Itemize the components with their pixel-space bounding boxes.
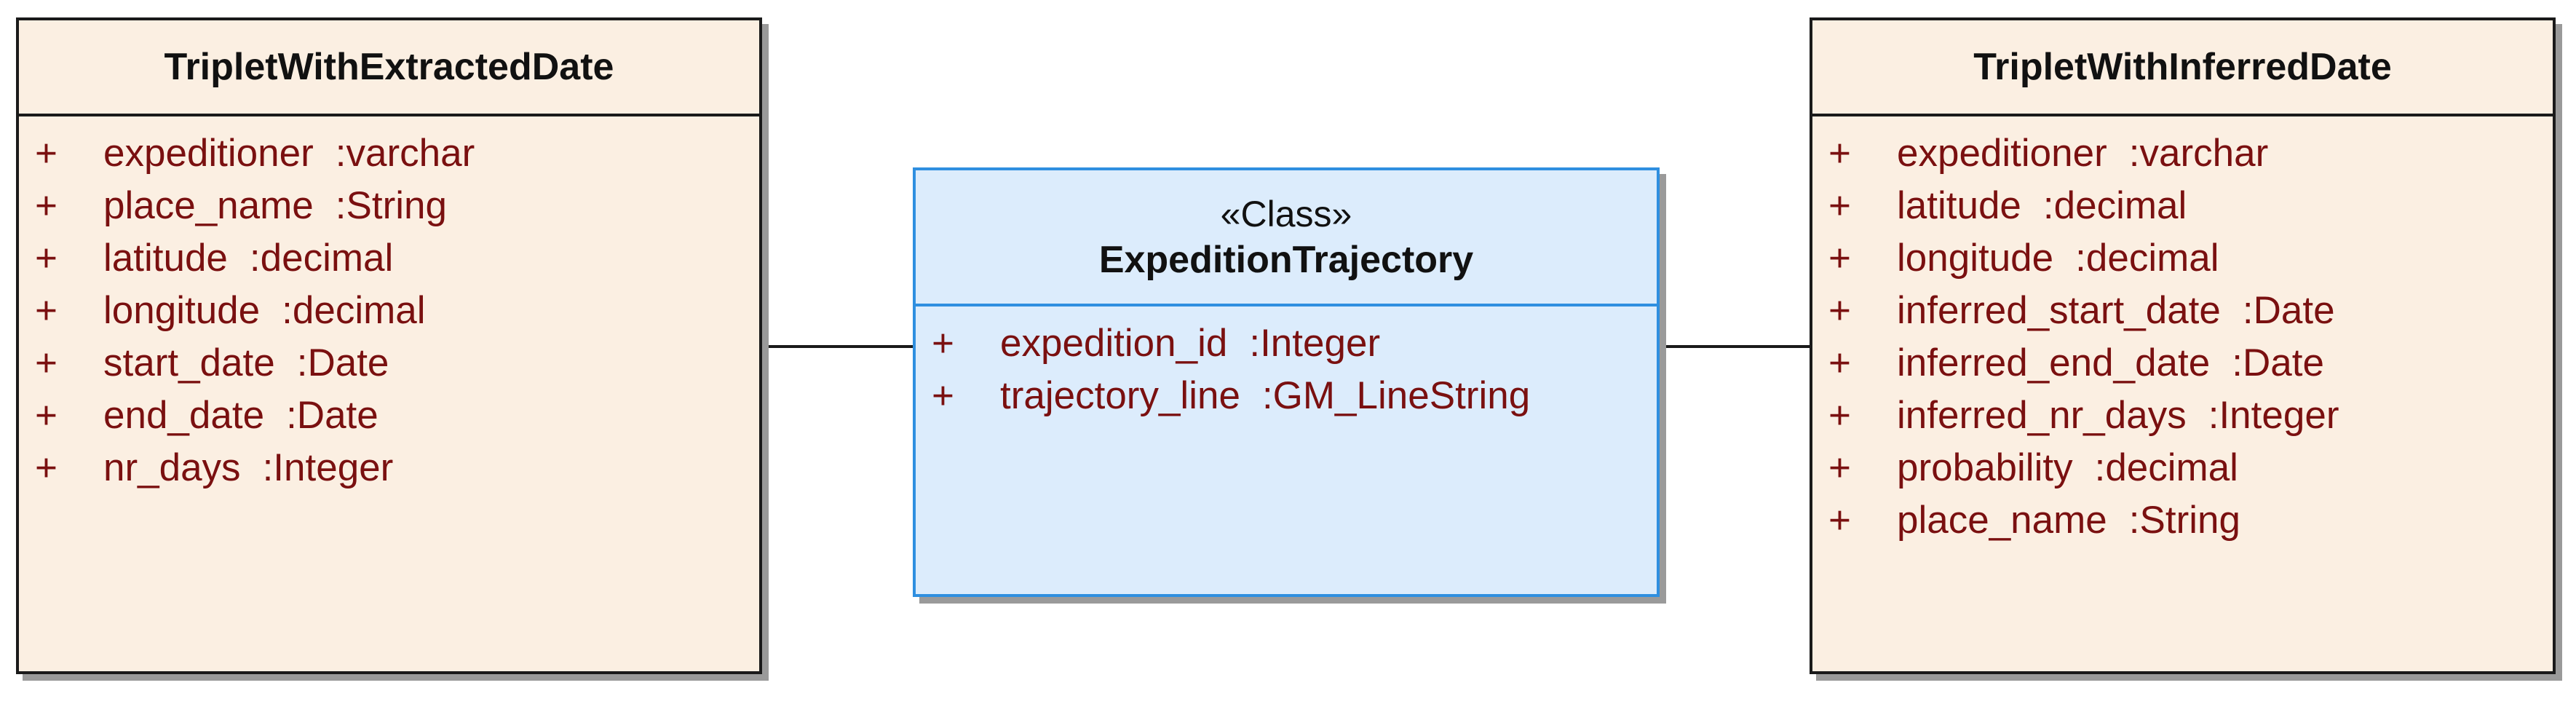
attribute-visibility: + <box>1828 183 1851 227</box>
attribute-row[interactable]: + latitude :decimal <box>1812 179 2553 232</box>
attribute-visibility: + <box>1828 288 1851 332</box>
attribute-row[interactable]: + inferred_nr_days :Integer <box>1812 389 2553 441</box>
attribute-name: inferred_start_date <box>1897 288 2221 332</box>
attribute-visibility: + <box>35 288 58 332</box>
attribute-list: + expeditioner :varchar + latitude :decimal + l… <box>1812 116 2553 546</box>
attribute-visibility: + <box>1828 393 1851 437</box>
attribute-row[interactable]: + inferred_end_date :Date <box>1812 336 2553 389</box>
attribute-row[interactable]: + end_date :Date <box>19 389 759 441</box>
attribute-row[interactable]: + place_name :String <box>19 179 759 232</box>
attribute-name: longitude <box>103 288 261 332</box>
class-name: ExpeditionTrajectory <box>1098 238 1474 281</box>
class-triplet-with-inferred-date[interactable]: TripletWithInferredDate + expeditioner :va… <box>1810 17 2556 674</box>
class-name: TripletWithInferredDate <box>1973 46 2392 88</box>
attribute-type: :Integer <box>262 446 394 489</box>
class-header: TripletWithExtractedDate <box>19 20 759 116</box>
class-expedition-trajectory[interactable]: «Class» ExpeditionTrajectory + expedition… <box>913 167 1660 597</box>
attribute-name: inferred_nr_days <box>1897 393 2187 437</box>
attribute-type: :decimal <box>2075 236 2219 280</box>
attribute-type: :decimal <box>2042 183 2187 227</box>
attribute-row[interactable]: + nr_days :Integer <box>19 441 759 494</box>
attribute-name: expeditioner <box>103 131 314 175</box>
attribute-list: +expeditioner:varchar+place_name:String+… <box>19 116 759 494</box>
attribute-visibility: + <box>1828 131 1851 175</box>
attribute-visibility: + <box>35 341 58 384</box>
attribute-visibility: + <box>1828 498 1851 542</box>
attribute-visibility: + <box>35 393 58 437</box>
attribute-name: expedition_id <box>1000 321 1228 365</box>
attribute-visibility: + <box>1828 446 1851 489</box>
attribute-visibility: + <box>35 131 58 175</box>
attribute-row[interactable]: + start_date :Date <box>19 336 759 389</box>
attribute-row[interactable]: + expeditioner :varchar <box>19 127 759 179</box>
attribute-name: longitude <box>1897 236 2054 280</box>
attribute-name: place_name <box>103 183 314 227</box>
class-stereotype: «Class» <box>1220 193 1352 234</box>
attribute-visibility: + <box>932 321 954 365</box>
attribute-row[interactable]: + probability :decimal <box>1812 441 2553 494</box>
attribute-name: end_date <box>103 393 265 437</box>
attribute-type: :Date <box>296 341 389 384</box>
attribute-visibility: + <box>1828 341 1851 384</box>
attribute-type: :String <box>335 183 447 227</box>
attribute-list: + expedition_id :Integer + trajectory_line :G… <box>916 306 1657 422</box>
attribute-visibility: + <box>35 446 58 489</box>
attribute-type: :decimal <box>2094 446 2238 489</box>
attribute-row[interactable]: + place_name :String <box>1812 494 2553 546</box>
attribute-name: latitude <box>1897 183 2021 227</box>
attribute-type: :String <box>2128 498 2240 542</box>
attribute-type: :Date <box>2232 341 2324 384</box>
attribute-type: :varchar <box>335 131 475 175</box>
attribute-name: trajectory_line <box>1000 373 1240 417</box>
attribute-type: :decimal <box>249 236 394 280</box>
attribute-row[interactable]: + expeditioner :varchar <box>1812 127 2553 179</box>
attribute-row[interactable]: + longitude :decimal <box>19 284 759 336</box>
association-line-left <box>762 345 913 348</box>
attribute-row[interactable]: + longitude :decimal <box>1812 232 2553 284</box>
attribute-type: :Date <box>2242 288 2335 332</box>
attribute-row[interactable]: + expedition_id :Integer <box>916 317 1657 369</box>
association-line-right <box>1660 345 1810 348</box>
attribute-name: latitude <box>103 236 228 280</box>
class-header: «Class» ExpeditionTrajectory <box>916 170 1657 306</box>
attribute-name: start_date <box>103 341 275 384</box>
attribute-row[interactable]: + latitude :decimal <box>19 232 759 284</box>
attribute-type: :GM_LineString <box>1261 373 1531 417</box>
attribute-visibility: + <box>932 373 954 417</box>
attribute-type: :Date <box>286 393 379 437</box>
attribute-row[interactable]: + inferred_start_date :Date <box>1812 284 2553 336</box>
attribute-type: :varchar <box>2128 131 2269 175</box>
attribute-name: nr_days <box>103 446 241 489</box>
class-name: TripletWithExtractedDate <box>164 46 614 88</box>
attribute-name: expeditioner <box>1897 131 2107 175</box>
attribute-name: place_name <box>1897 498 2107 542</box>
attribute-name: inferred_end_date <box>1897 341 2211 384</box>
attribute-row[interactable]: + trajectory_line :GM_LineString <box>916 369 1657 422</box>
class-header: TripletWithInferredDate <box>1812 20 2553 116</box>
attribute-type: :decimal <box>282 288 426 332</box>
attribute-type: :Integer <box>2208 393 2339 437</box>
attribute-visibility: + <box>1828 236 1851 280</box>
attribute-visibility: + <box>35 183 58 227</box>
class-triplet-with-extracted-date[interactable]: TripletWithExtractedDate + expeditioner :v… <box>16 17 762 674</box>
attribute-type: :Integer <box>1249 321 1381 365</box>
attribute-name: probability <box>1897 446 2073 489</box>
attribute-visibility: + <box>35 236 58 280</box>
